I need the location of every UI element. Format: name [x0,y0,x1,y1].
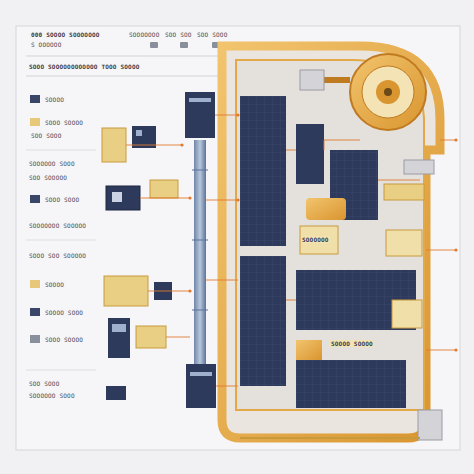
header-text: 000 SOOOO SOOOOOOO [30,31,101,38]
gold-parts [296,160,434,360]
part-label: SOO SOOOOO [28,174,68,181]
part-label: SOOO SOO SOOOOO [28,252,87,259]
part-label: SOOOOOOO SOOOOO [28,222,87,229]
part-label: SOOOOOO SOOO [28,392,76,399]
part-label: SOOO SOOO [44,196,80,203]
header-text: SOOO SOOOOOOOOOOOO TOOO SOOOO [28,63,141,70]
left-components [102,92,216,408]
part-label: SOOO SOOOO [44,119,84,126]
part-label: SOOOOOO SOOO [28,160,76,167]
part-label: SOOOOOOO [128,31,161,38]
part-label: SOO SOOO [28,380,61,387]
part-label: SOOOO SOOOO [330,340,374,347]
part-label: SOOOOOO [301,236,330,243]
part-label: S OOOOOO [30,41,63,48]
leader-lines [126,115,456,386]
pipe [194,140,206,364]
part-label: SOO SOOO [196,31,229,38]
header-icons [150,42,220,48]
sheet [16,26,460,450]
part-label: SOOOO SOOO [44,309,84,316]
part-label: SOO SOO [164,31,193,38]
part-label: SOOO SOOOO [44,336,84,343]
part-label: SOO SOOO [30,132,63,139]
rotary-drive [300,54,426,130]
leader-dots [180,113,457,351]
part-label: SOOOO [44,281,65,288]
housing [222,46,440,438]
part-label: SOOOO [44,96,65,103]
